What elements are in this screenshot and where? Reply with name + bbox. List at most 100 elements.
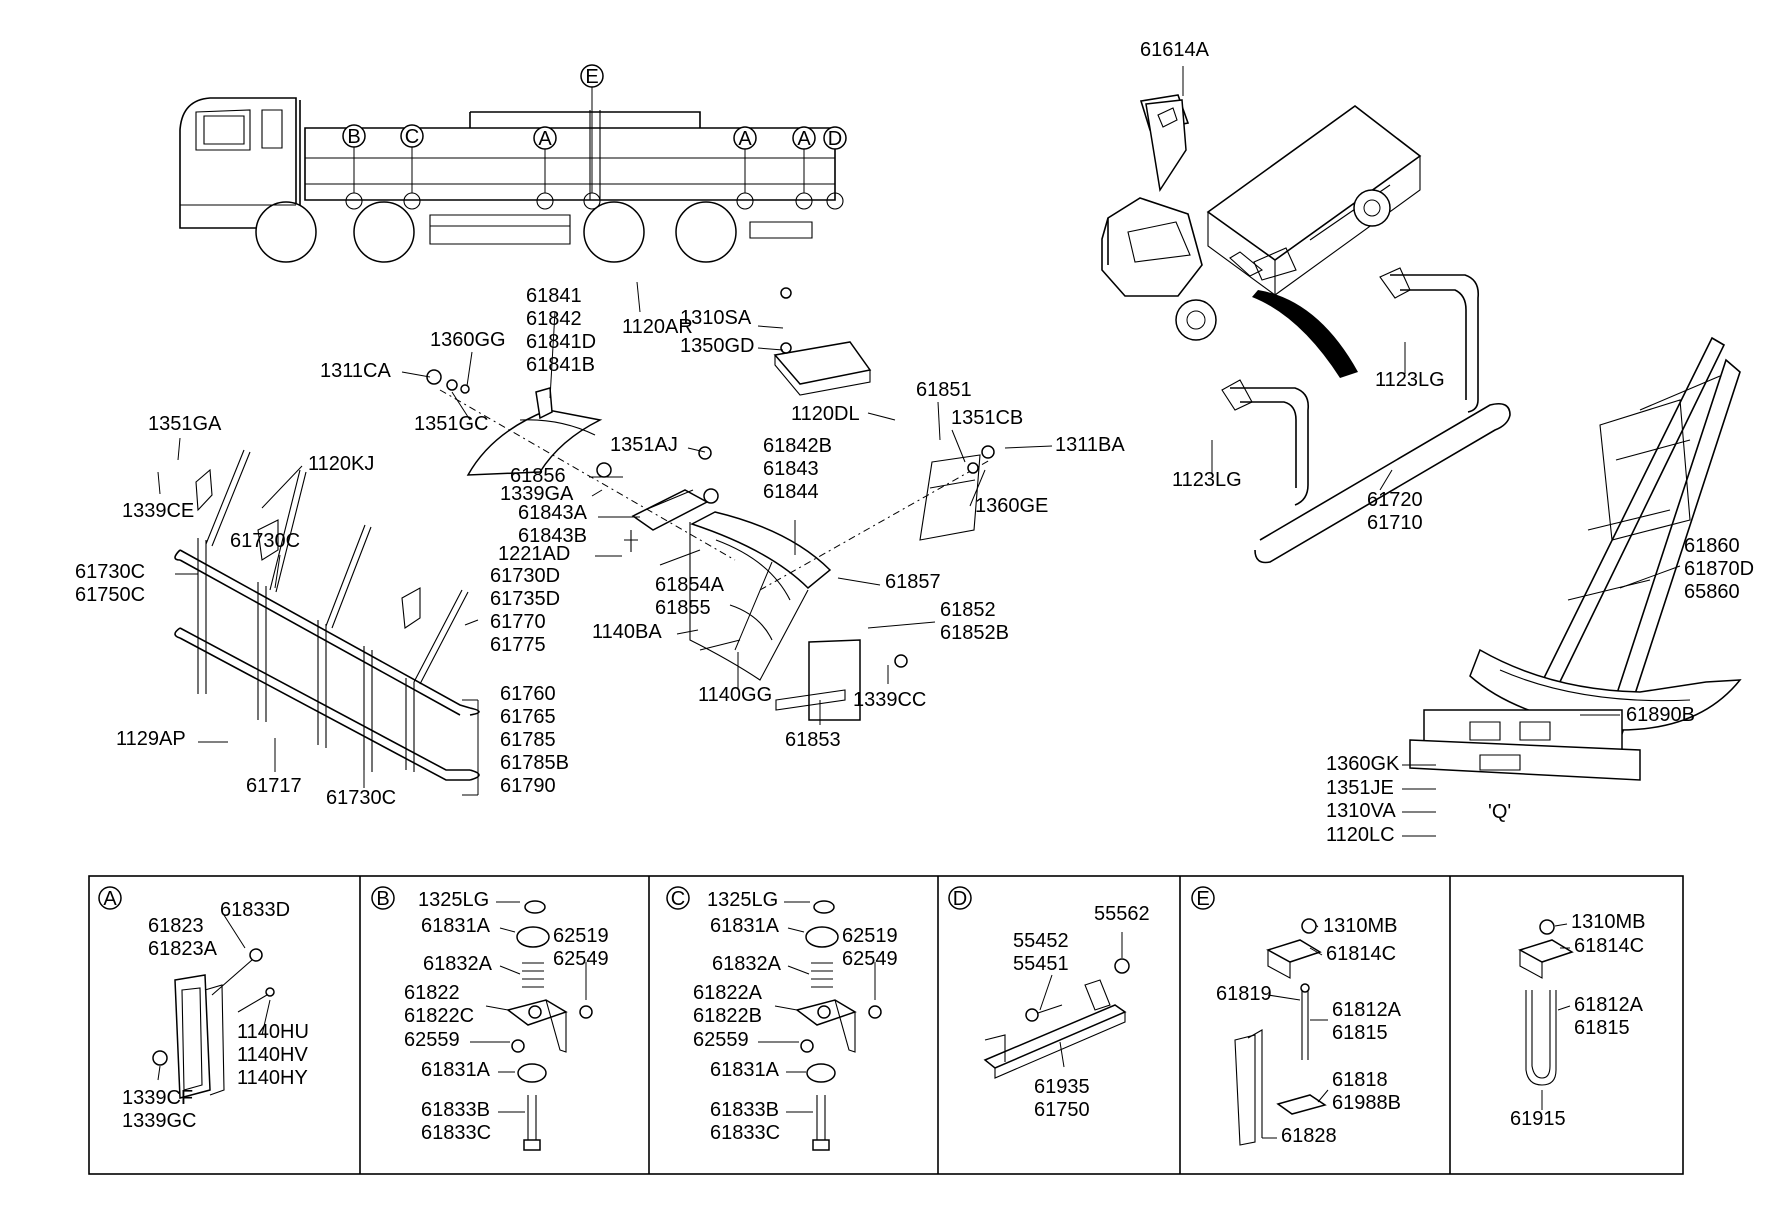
part-label-c-1325lg: 1325LG xyxy=(707,889,778,911)
leader-line xyxy=(937,401,941,441)
leader-line xyxy=(774,1005,798,1011)
panel-letter-circle xyxy=(371,886,395,910)
part-label-e-61814c: 61814C xyxy=(1326,943,1396,965)
leader-line xyxy=(401,371,431,378)
panel-letter-c: C xyxy=(671,888,685,910)
leader-line xyxy=(1059,1041,1065,1068)
part-label-1140gg: 1140GG xyxy=(698,684,772,706)
leader-line xyxy=(787,927,805,933)
part-label-61853: 61853 xyxy=(785,729,841,751)
mount-point xyxy=(583,192,601,210)
part-label-1339ce: 1339CE xyxy=(122,500,194,522)
leader-line xyxy=(757,347,784,351)
panel-letter-b: B xyxy=(376,888,389,910)
leader-line xyxy=(157,471,161,495)
mount-point xyxy=(345,192,363,210)
part-label-b-62559: 62559 xyxy=(404,1029,460,1051)
leader-line xyxy=(466,351,473,387)
part-label-1360gg: 1360GG xyxy=(430,329,506,351)
leader-lines xyxy=(157,66,1681,1139)
mount-point xyxy=(795,192,813,210)
leader-line xyxy=(687,447,706,453)
leader-line xyxy=(464,619,479,626)
part-label-61614a: 61614A xyxy=(1140,39,1210,61)
part-label-1120ar: 1120AR xyxy=(622,316,693,338)
part-label-1350gd: 1350GD xyxy=(680,335,755,357)
panel-letter-e: E xyxy=(1196,888,1209,910)
part-label-b-1325lg: 1325LG xyxy=(418,889,489,911)
view-marker-d: D xyxy=(828,128,842,150)
part-label-1310sa: 1310SA xyxy=(680,307,752,329)
rear-tail-guard xyxy=(1409,336,1742,781)
spare-wheel-bracket-frame xyxy=(1221,267,1511,564)
leader-line xyxy=(1317,1089,1329,1103)
view-marker-c: C xyxy=(405,126,419,148)
mudguard-assembly xyxy=(426,287,995,721)
mount-point xyxy=(536,192,554,210)
leader-line xyxy=(177,437,181,461)
mount-point xyxy=(736,192,754,210)
leader-line xyxy=(1619,565,1681,589)
leader-line xyxy=(1039,974,1053,1011)
part-label-61851: 61851 xyxy=(916,379,972,401)
mount-point xyxy=(826,192,844,210)
part-label-1360ge: 1360GE xyxy=(975,495,1048,517)
part-label-61857: 61857 xyxy=(885,571,941,593)
part-label-1311ca: 1311CA xyxy=(320,360,391,382)
part-label-1311ba: 1311BA xyxy=(1055,434,1125,456)
panel-c-mount xyxy=(795,900,882,1151)
panel-letter-circle xyxy=(948,886,972,910)
leader-line xyxy=(1557,1005,1571,1011)
leader-line xyxy=(1315,924,1319,928)
part-label-1339ga: 1339GA xyxy=(500,483,574,505)
part-label-61730c-top: 61730C xyxy=(230,530,300,552)
part-label-1360gk: 1360GK xyxy=(1326,753,1400,775)
part-label-1140ba: 1140BA xyxy=(592,621,662,643)
leader-line xyxy=(969,469,986,507)
part-label-b-61832a: 61832A xyxy=(423,953,493,975)
leader-line xyxy=(261,465,303,509)
side-guard-rail xyxy=(174,449,480,781)
part-label-1221ad: 1221AD xyxy=(498,543,570,565)
part-label-61856: 61856 xyxy=(510,465,566,487)
part-label-61730c-bottom: 61730C xyxy=(326,787,396,809)
leader-line xyxy=(1554,923,1568,927)
panel-e-bracket xyxy=(1234,918,1327,1146)
leader-line xyxy=(549,311,556,399)
part-label-view-q: 'Q' xyxy=(1488,801,1511,823)
part-label-d-55562: 55562 xyxy=(1094,903,1150,925)
part-label-61717: 61717 xyxy=(246,775,302,797)
part-label-1351je: 1351JE xyxy=(1326,777,1394,799)
leader-line xyxy=(787,965,810,975)
part-label-1351cb: 1351CB xyxy=(951,407,1023,429)
leader-line xyxy=(951,429,966,463)
panel-b-mount xyxy=(506,900,593,1151)
part-label-f-61814c: 61814C xyxy=(1574,935,1644,957)
part-label-b-61831a: 61831A xyxy=(421,915,491,937)
leader-line xyxy=(757,325,784,329)
part-label-61890b: 61890B xyxy=(1626,704,1695,726)
part-label-a-61833d: 61833D xyxy=(220,899,290,921)
leader-line xyxy=(591,489,603,497)
leader-line xyxy=(221,911,246,949)
view-marker-a: A xyxy=(797,128,811,150)
part-label-1120kj: 1120KJ xyxy=(308,453,374,475)
